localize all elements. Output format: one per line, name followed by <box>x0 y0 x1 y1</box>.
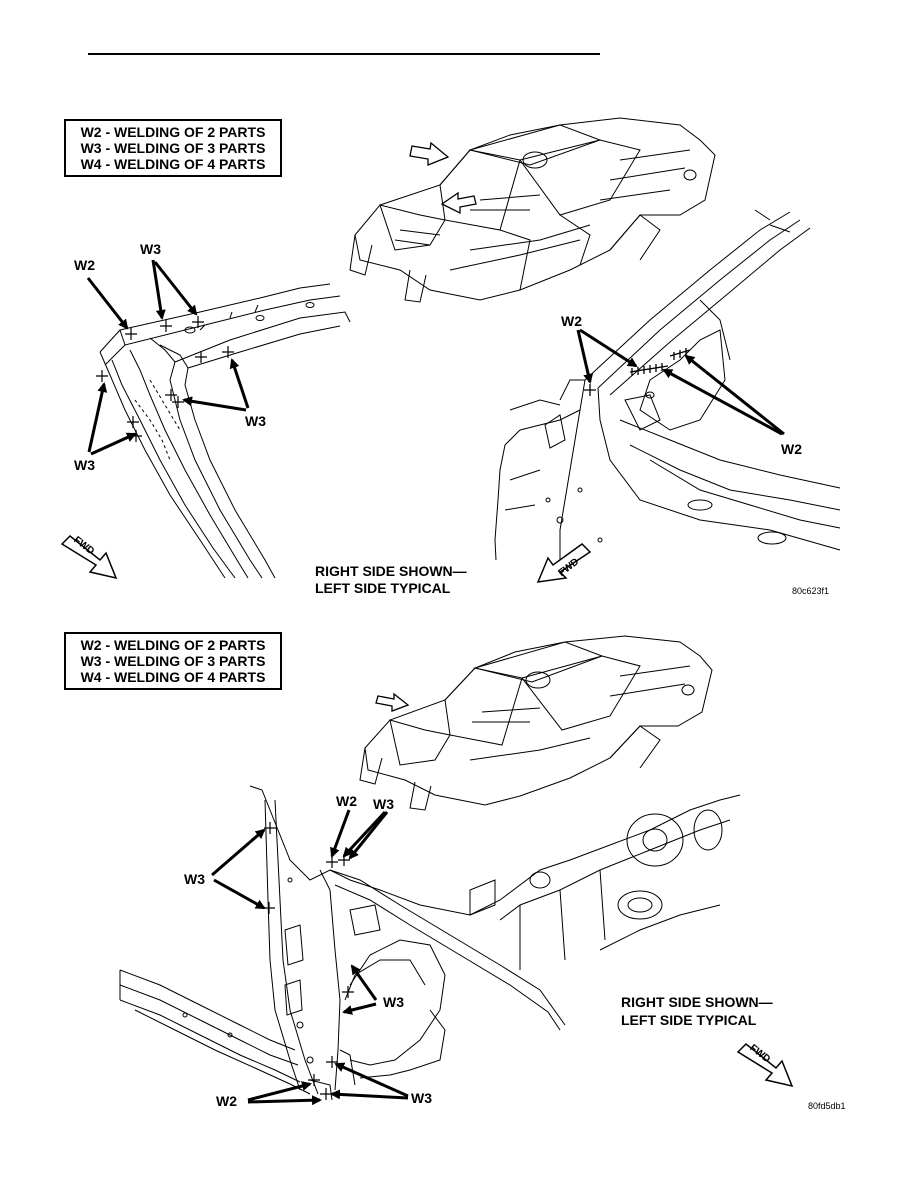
leader-lines-body-side <box>211 809 409 1106</box>
a-pillar-detail <box>494 209 841 561</box>
label-w3: W2 <box>336 793 357 809</box>
weld-marks-roof-rail <box>96 316 234 442</box>
leader-lines-a-pillar <box>576 328 785 436</box>
weld-legend-bottom: W2 - WELDING OF 2 PARTS W3 - WELDING OF … <box>64 632 282 690</box>
legend-line-w4: W4 - WELDING OF 4 PARTS <box>80 669 266 685</box>
fwd-arrow-top-right: FWD <box>536 543 592 583</box>
label-w3: W3 <box>74 457 95 473</box>
label-w2: W3 <box>373 796 394 812</box>
caption-left-side: LEFT SIDE TYPICAL <box>621 1012 757 1028</box>
caption-left-side: LEFT SIDE TYPICAL <box>315 580 451 596</box>
legend-line-w4: W4 - WELDING OF 4 PARTS <box>80 156 266 172</box>
weld-marks-body-side <box>263 822 354 1100</box>
weld-legend-top: W2 - WELDING OF 2 PARTS W3 - WELDING OF … <box>64 119 282 177</box>
label-w2: W2 <box>561 313 582 329</box>
label-w2: W2 <box>216 1093 237 1109</box>
label-w3: W3 <box>383 994 404 1010</box>
caption-right-side: RIGHT SIDE SHOWN— <box>621 994 773 1010</box>
fwd-arrow-top-left: FWD <box>60 535 118 580</box>
vehicle-body-overview-bottom <box>359 635 713 811</box>
label-w3: W3 <box>245 413 266 429</box>
legend-line-w2: W2 - WELDING OF 2 PARTS <box>80 124 266 140</box>
figure-code: 80fd5db1 <box>808 1101 846 1111</box>
label-w2: W2 <box>74 257 95 273</box>
view-direction-arrow-bottom <box>375 692 410 712</box>
figure-code: 80c623f1 <box>792 586 829 596</box>
leader-lines-roof-rail <box>86 259 250 456</box>
caption-right-side: RIGHT SIDE SHOWN— <box>315 563 467 579</box>
vehicle-body-overview-top <box>349 117 716 303</box>
legend-line-w3: W3 - WELDING OF 3 PARTS <box>80 140 266 156</box>
header-rule <box>88 53 600 55</box>
roof-rail-detail <box>99 283 351 579</box>
weld-marks-a-pillar <box>584 348 691 396</box>
fwd-arrow-bottom: FWD <box>736 1043 794 1088</box>
view-direction-arrows-top <box>409 141 477 215</box>
legend-line-w3: W3 - WELDING OF 3 PARTS <box>80 653 266 669</box>
label-w3: W3 <box>140 241 161 257</box>
label-w3: W3 <box>184 871 205 887</box>
body-side-panel-detail <box>119 785 741 1101</box>
legend-line-w2: W2 - WELDING OF 2 PARTS <box>80 637 266 653</box>
label-w2: W2 <box>781 441 802 457</box>
label-w3: W3 <box>411 1090 432 1106</box>
